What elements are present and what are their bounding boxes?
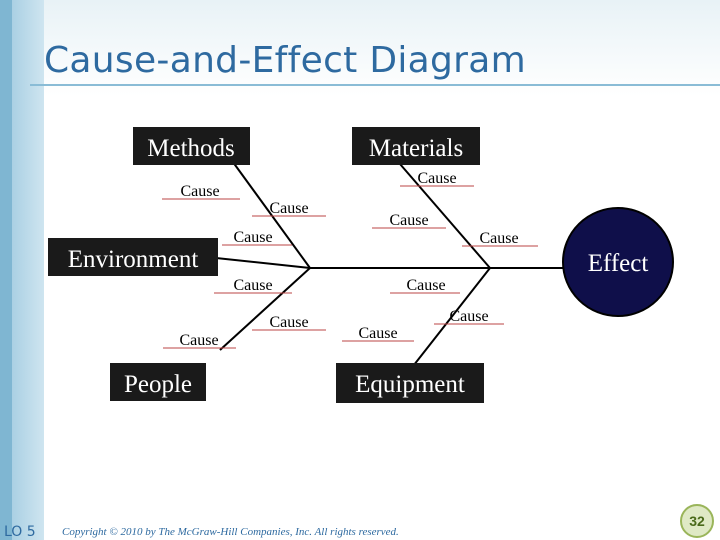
effect-label: Effect xyxy=(588,250,649,277)
left-decorative-bar xyxy=(0,0,44,540)
environment-label: Environment xyxy=(68,246,199,273)
learning-objective-label: LO 5 xyxy=(4,524,36,540)
cause-label: Cause xyxy=(179,332,218,349)
copyright-notice: Copyright © 2010 by The McGraw-Hill Comp… xyxy=(62,526,399,538)
methods-label: Methods xyxy=(147,135,235,162)
left-bar-accent xyxy=(0,0,12,540)
people-bone xyxy=(219,267,311,351)
methods-box xyxy=(133,127,250,165)
cause-label: Cause xyxy=(269,200,308,217)
page-number-badge: 32 xyxy=(680,504,714,538)
cause-label: Cause xyxy=(233,277,272,294)
environment-box xyxy=(48,238,218,276)
cause-label: Cause xyxy=(417,170,456,187)
slide-title: Cause-and-Effect Diagram xyxy=(44,40,526,81)
materials-label: Materials xyxy=(369,135,463,162)
methods-bone xyxy=(229,157,311,269)
cause-label: Cause xyxy=(406,277,445,294)
materials-box xyxy=(352,127,480,165)
cause-label: Cause xyxy=(180,183,219,200)
cause-label: Cause xyxy=(389,212,428,229)
environment-bone xyxy=(215,257,311,269)
people-box xyxy=(110,363,206,401)
materials-bone xyxy=(399,163,491,269)
title-rule xyxy=(30,84,720,86)
title-band xyxy=(0,0,720,96)
people-label: People xyxy=(124,371,192,398)
cause-label: Cause xyxy=(479,230,518,247)
cause-label: Cause xyxy=(358,325,397,342)
effect-node xyxy=(562,207,674,317)
cause-label: Cause xyxy=(233,229,272,246)
equipment-box xyxy=(336,363,484,403)
equipment-bone xyxy=(409,267,491,371)
cause-label: Cause xyxy=(449,308,488,325)
cause-label: Cause xyxy=(269,314,308,331)
equipment-label: Equipment xyxy=(355,371,465,398)
